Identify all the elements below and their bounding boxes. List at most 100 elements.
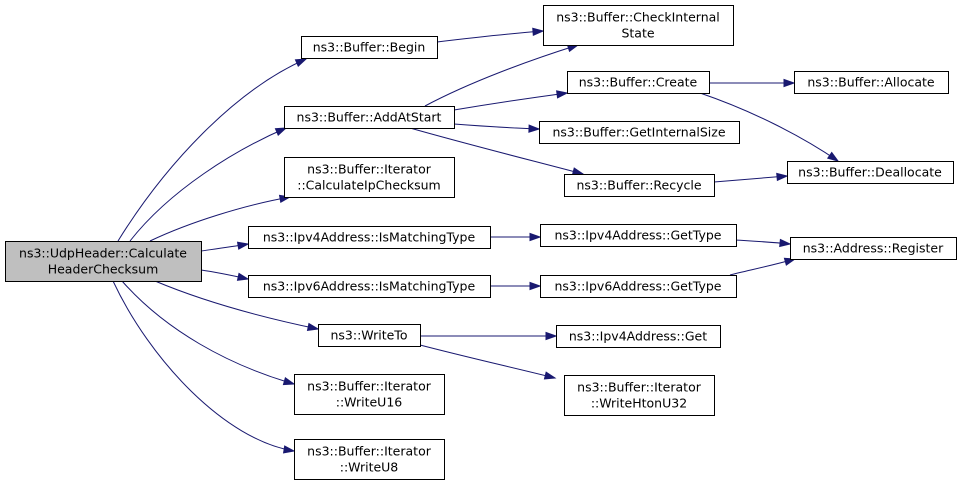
node-label: ns3::Buffer::Iterator [307, 444, 432, 459]
node-box [294, 374, 445, 415]
node-box [540, 224, 737, 247]
arrowhead-icon [282, 445, 296, 454]
edge-line [149, 196, 291, 242]
edge-ipv6match-to-ipv6gettype [489, 281, 542, 291]
node-allocate[interactable]: ns3::Buffer::Allocate [794, 71, 949, 94]
edge-line [453, 92, 568, 111]
node-label: HeaderChecksum [48, 262, 159, 277]
node-label: ns3::Buffer::Iterator [307, 162, 432, 177]
node-label: ::CalculateIpChecksum [297, 178, 441, 193]
edge-create-to-allocate [709, 78, 796, 88]
node-writeu8[interactable]: ns3::Buffer::Iterator::WriteU8 [294, 439, 445, 480]
edge-ipv4match-to-ipv4gettype [490, 232, 542, 242]
edge-addatstart-to-create [453, 90, 569, 111]
arrowhead-icon [532, 27, 545, 37]
edge-ipv4gettype-to-register [735, 238, 792, 248]
node-deallocate[interactable]: ns3::Buffer::Deallocate [787, 161, 954, 184]
node-ipv6match[interactable]: ns3::Ipv6Address::IsMatchingType [248, 275, 491, 298]
node-create[interactable]: ns3::Buffer::Create [567, 71, 710, 94]
node-label: ::WriteU8 [340, 460, 399, 475]
edge-line [121, 280, 295, 385]
node-getinternalsize[interactable]: ns3::Buffer::GetInternalSize [539, 121, 740, 144]
node-ipv4get[interactable]: ns3::Ipv4Address::Get [556, 325, 721, 348]
node-writehtonu32[interactable]: ns3::Buffer::Iterator::WriteHtonU32 [564, 375, 715, 416]
node-box [248, 226, 491, 249]
node-label: ns3::Ipv4Address::Get [569, 329, 707, 344]
node-label: ns3::Ipv6Address::GetType [555, 279, 722, 294]
node-recycle[interactable]: ns3::Buffer::Recycle [564, 174, 715, 197]
node-label: ns3::Buffer::CheckInternal [556, 10, 720, 25]
node-label: ns3::Address::Register [803, 241, 944, 256]
node-register[interactable]: ns3::Address::Register [790, 237, 957, 260]
node-box [284, 157, 455, 198]
edge-addatstart-to-checkinternal [424, 44, 580, 107]
arrowhead-icon [529, 281, 542, 291]
node-label: ns3::Buffer::Iterator [307, 379, 432, 394]
node-box [248, 275, 491, 298]
node-label: ns3::Buffer::GetInternalSize [552, 125, 725, 140]
node-ipv6gettype[interactable]: ns3::Ipv6Address::GetType [540, 275, 737, 298]
node-calcipchecksum[interactable]: ns3::Buffer::Iterator::CalculateIpChecks… [284, 157, 455, 198]
node-addatstart[interactable]: ns3::Buffer::AddAtStart [284, 106, 455, 129]
node-box [790, 237, 957, 260]
edge-line [436, 30, 544, 43]
arrowhead-icon [294, 58, 308, 68]
edge-line [409, 127, 584, 175]
arrowhead-icon [783, 257, 797, 266]
node-begin[interactable]: ns3::Buffer::Begin [301, 36, 438, 59]
node-box [564, 375, 715, 416]
node-box [5, 241, 202, 282]
node-box [543, 5, 734, 46]
node-box [567, 71, 710, 94]
edges-layer [112, 27, 840, 454]
arrowhead-icon [543, 371, 557, 380]
edge-line [713, 175, 788, 183]
node-box [539, 121, 740, 144]
node-label: ::WriteHtonU32 [591, 396, 687, 411]
edge-ipv6gettype-to-register [729, 257, 797, 276]
arrowhead-icon [236, 241, 250, 250]
edge-root-to-ipv6match [200, 269, 250, 281]
nodes-layer: ns3::UdpHeader::CalculateHeaderChecksumn… [5, 5, 957, 480]
arrowhead-icon [783, 78, 796, 88]
edge-root-to-ipv4match [200, 241, 250, 252]
node-writeto[interactable]: ns3::WriteTo [318, 324, 421, 347]
arrowhead-icon [528, 124, 541, 133]
node-label: ns3::Buffer::Recycle [576, 178, 701, 193]
edge-line [453, 123, 540, 130]
edge-recycle-to-deallocate [713, 172, 789, 183]
edge-root-to-writeu16 [121, 280, 296, 386]
node-ipv4gettype[interactable]: ns3::Ipv4Address::GetType [540, 224, 737, 247]
edge-writeto-to-writehtonu32 [419, 344, 557, 380]
edge-addatstart-to-getinternalsize [453, 123, 541, 133]
arrowhead-icon [306, 322, 320, 331]
edge-root-to-addatstart [129, 127, 288, 242]
node-box [794, 71, 949, 94]
edge-root-to-begin [117, 58, 308, 242]
arrowhead-icon [556, 90, 569, 99]
arrowhead-icon [571, 167, 585, 176]
node-label: ns3::Buffer::Create [579, 75, 698, 90]
arrowhead-icon [826, 151, 840, 162]
edge-line [424, 44, 579, 107]
node-box [564, 174, 715, 197]
arrowhead-icon [529, 232, 542, 242]
arrowhead-icon [282, 377, 296, 386]
node-box [318, 324, 421, 347]
edge-create-to-deallocate [699, 92, 840, 162]
node-box [294, 439, 445, 480]
node-writeu16[interactable]: ns3::Buffer::Iterator::WriteU16 [294, 374, 445, 415]
node-label: ::WriteU16 [336, 395, 403, 410]
node-ipv4match[interactable]: ns3::Ipv4Address::IsMatchingType [248, 226, 491, 249]
node-label: ns3::Buffer::Iterator [577, 380, 702, 395]
node-label: ns3::Ipv4Address::GetType [555, 228, 722, 243]
arrowhead-icon [545, 331, 558, 341]
node-label: ns3::Ipv4Address::IsMatchingType [263, 230, 476, 245]
arrowhead-icon [274, 127, 288, 137]
node-box [556, 325, 721, 348]
node-label: ns3::Buffer::Begin [313, 40, 426, 55]
edge-line [419, 344, 556, 379]
